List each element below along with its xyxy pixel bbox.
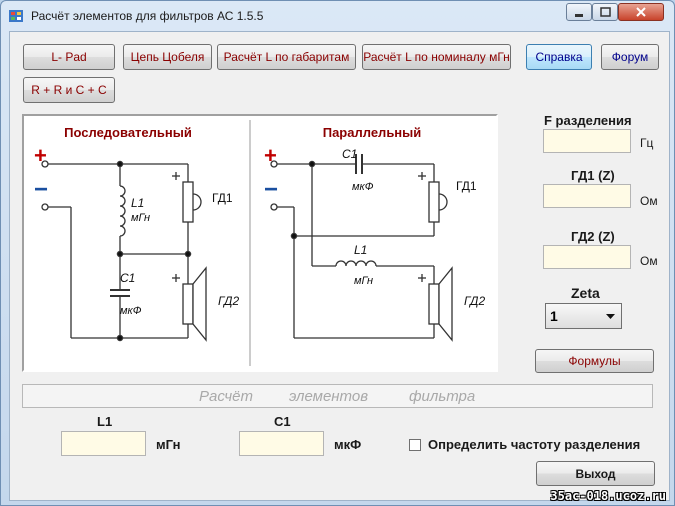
gd1-impedance-label: ГД1 (Z) (571, 168, 615, 183)
minimize-button[interactable] (566, 3, 592, 21)
gd1-impedance-unit: Ом (640, 194, 658, 208)
close-icon (636, 7, 646, 17)
l-by-dimensions-button[interactable]: Расчёт L по габаритам (217, 44, 356, 70)
series-circuit: + − (34, 143, 207, 342)
gd1-impedance-input[interactable] (543, 184, 631, 208)
dropdown-arrow-icon (606, 314, 615, 319)
forum-button[interactable]: Форум (601, 44, 659, 70)
caption-word-2: элементов (289, 388, 369, 405)
gd2-impedance-input[interactable] (543, 245, 631, 269)
help-button[interactable]: Справка (526, 44, 592, 70)
series-gd1-label: ГД1 (212, 191, 233, 205)
calculation-caption-bar: Расчёт элементов фильтра (22, 384, 653, 408)
parallel-c1-unit: мкФ (352, 181, 374, 193)
series-gd2-label: ГД2 (218, 294, 239, 308)
determine-frequency-label: Определить частоту разделения (428, 437, 641, 452)
exit-button[interactable]: Выход (536, 461, 655, 486)
series-minus-sign: − (34, 176, 48, 203)
parallel-l1-unit: мГн (354, 275, 373, 287)
series-c1-label: C1 (120, 271, 135, 285)
series-title: Последовательный (64, 125, 192, 140)
parallel-l1-label: L1 (354, 243, 367, 257)
f-separation-unit: Гц (640, 136, 654, 150)
l-pad-button[interactable]: L- Pad (23, 44, 115, 70)
maximize-button[interactable] (592, 3, 618, 21)
formulas-button[interactable]: Формулы (535, 349, 654, 373)
parallel-gd1-label: ГД1 (456, 179, 477, 193)
series-l1-label: L1 (131, 196, 144, 210)
parallel-gd2-label: ГД2 (464, 294, 485, 308)
zeta-select[interactable]: 1 (545, 303, 622, 329)
parallel-circuit: + − (264, 143, 453, 342)
result-l1-unit: мГн (156, 437, 181, 452)
series-c1-unit: мкФ (120, 305, 142, 317)
parallel-minus-sign: − (264, 176, 278, 203)
result-l1-label: L1 (97, 414, 113, 429)
gd2-impedance-label: ГД2 (Z) (571, 229, 615, 244)
determine-frequency-checkbox[interactable] (409, 439, 421, 451)
parallel-title: Параллельный (323, 125, 422, 140)
series-l1-unit: мГн (131, 212, 150, 224)
watermark: 35ac-018.ucoz.ru (550, 489, 666, 503)
result-c1-field[interactable] (239, 431, 324, 456)
f-separation-input[interactable] (543, 129, 631, 153)
maximize-icon (600, 7, 611, 17)
minimize-icon (575, 14, 583, 17)
schematic-panel: Последовательный Параллельный + − (22, 114, 498, 372)
rrcc-button[interactable]: R + R и C + C (23, 77, 115, 103)
gd2-impedance-unit: Ом (640, 254, 658, 268)
close-button[interactable] (618, 3, 664, 21)
caption-word-1: Расчёт (199, 388, 253, 405)
title-bar: Расчёт элементов для фильтров АС 1.5.5 (1, 1, 674, 31)
f-separation-label: F разделения (544, 113, 632, 128)
zobel-button[interactable]: Цепь Цобеля (123, 44, 212, 70)
result-c1-label: C1 (274, 414, 291, 429)
zeta-selected-value: 1 (550, 308, 558, 324)
crossover-schematic: Последовательный Параллельный + − (34, 120, 485, 366)
caption-word-3: фильтра (409, 388, 476, 405)
result-l1-field[interactable] (61, 431, 146, 456)
result-c1-unit: мкФ (334, 437, 362, 452)
zeta-label: Zeta (571, 285, 600, 301)
main-panel: L- Pad Цепь Цобеля Расчёт L по габаритам… (9, 31, 670, 501)
app-icon (9, 10, 23, 22)
window-title: Расчёт элементов для фильтров АС 1.5.5 (31, 9, 264, 23)
l-by-nominal-button[interactable]: Расчёт L по номиналу мГн (362, 44, 511, 70)
parallel-c1-label: C1 (342, 147, 357, 161)
